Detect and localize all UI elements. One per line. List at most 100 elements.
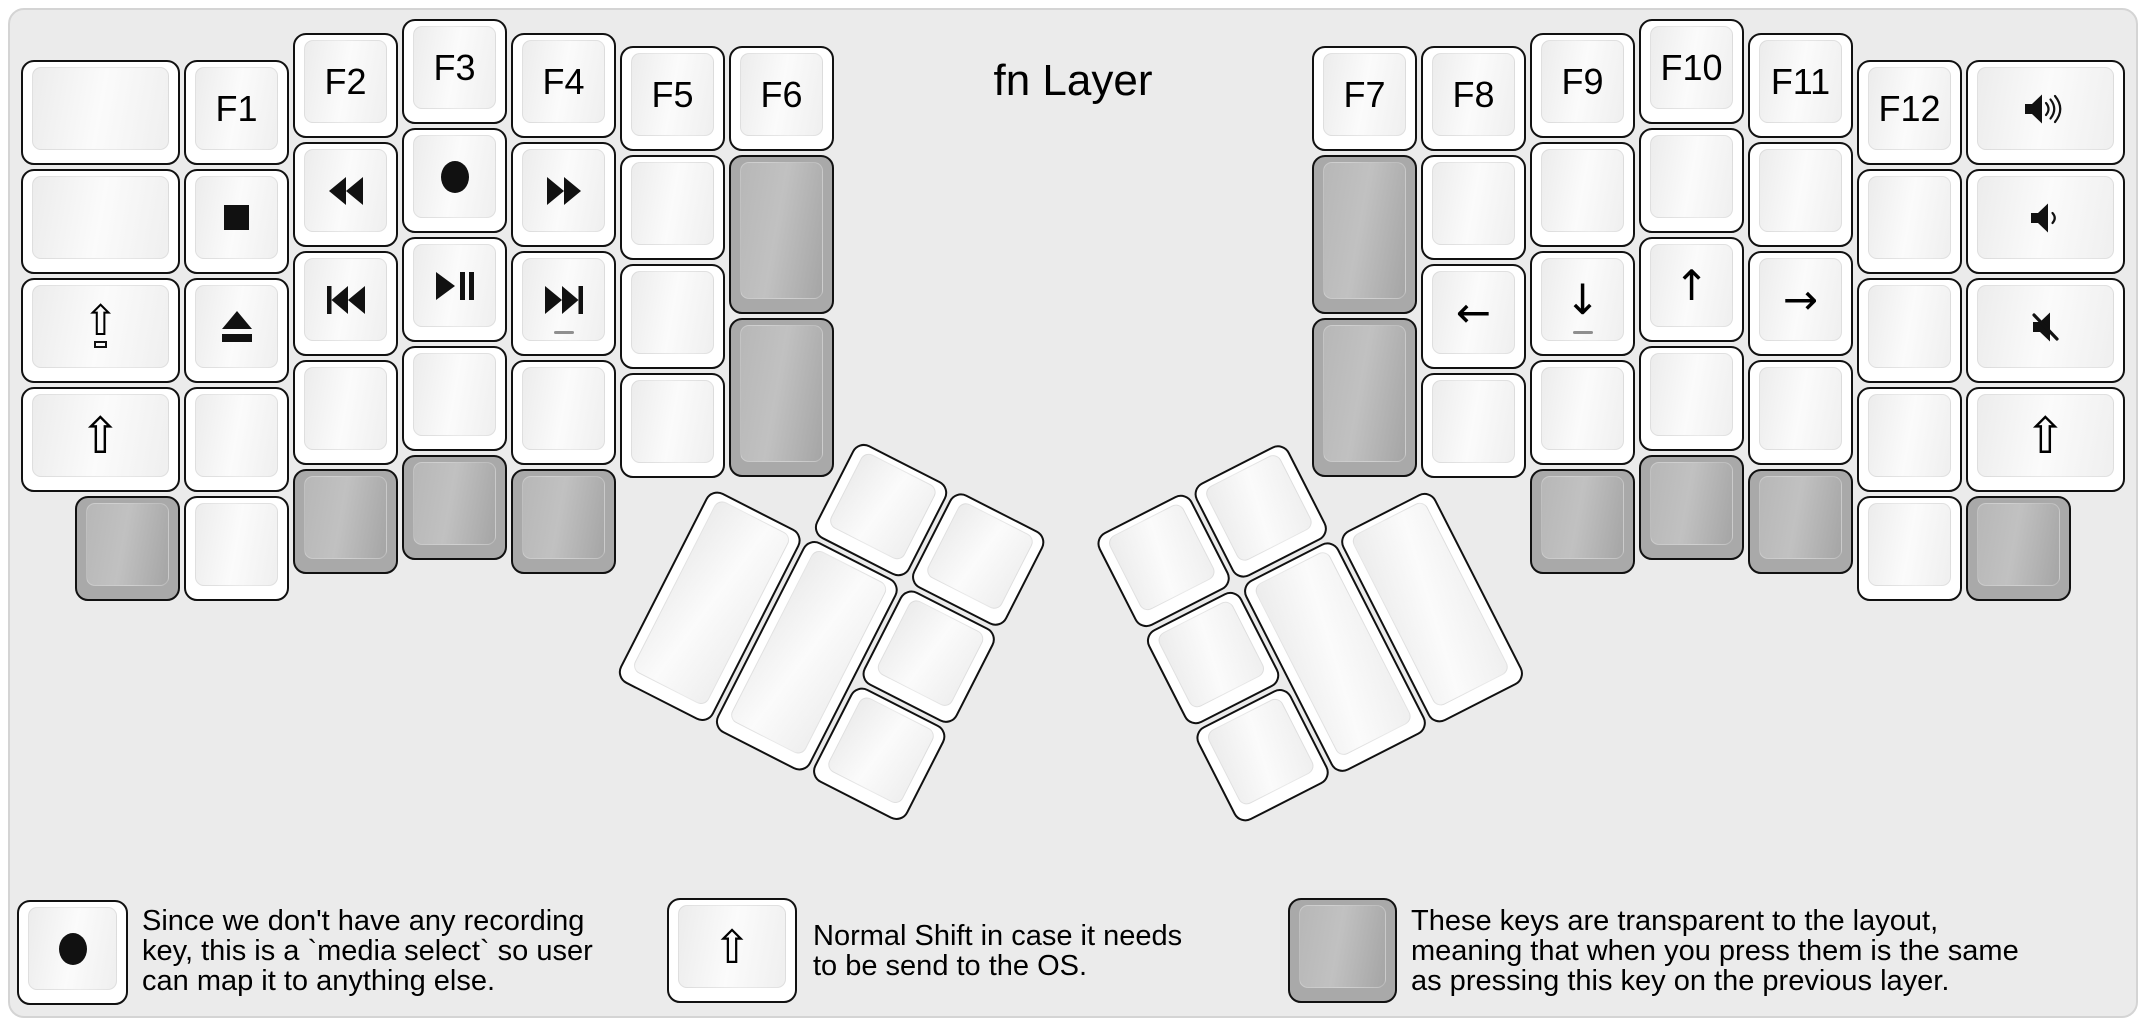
mute-icon: [2026, 310, 2066, 344]
key-fast-forward[interactable]: [511, 142, 616, 247]
key-play-pause[interactable]: [402, 237, 507, 342]
key-blank[interactable]: [620, 155, 725, 260]
key-transparent[interactable]: [1312, 155, 1417, 314]
key-blank[interactable]: [1530, 142, 1635, 247]
keycap-surface: →: [1759, 258, 1842, 341]
key-label: F12: [1878, 87, 1941, 129]
key-transparent[interactable]: [1748, 469, 1853, 574]
key-stop[interactable]: [184, 169, 289, 274]
legend-transparent-key[interactable]: [1288, 898, 1397, 1003]
key-blank[interactable]: [620, 373, 725, 478]
eject-icon: [221, 311, 253, 342]
key-blank[interactable]: [1857, 278, 1962, 383]
keycap-surface: [195, 394, 278, 477]
key-transparent[interactable]: [293, 469, 398, 574]
key-blank[interactable]: [1857, 496, 1962, 601]
key-blank[interactable]: [1421, 373, 1526, 478]
keycap-surface: ↓: [1541, 258, 1624, 341]
key-prev-track[interactable]: [293, 251, 398, 356]
key-mute[interactable]: [1966, 278, 2125, 383]
key-shift-left[interactable]: ⇧: [21, 387, 180, 492]
key-blank[interactable]: [1748, 142, 1853, 247]
keycap-surface: [1323, 162, 1406, 299]
key-transparent[interactable]: [1312, 318, 1417, 477]
key-arrow-up[interactable]: ↑: [1639, 237, 1744, 342]
keycap-surface: F6: [740, 53, 823, 136]
key-arrow-down[interactable]: ↓: [1530, 251, 1635, 356]
key-blank[interactable]: [1421, 155, 1526, 260]
key-f10[interactable]: F10: [1639, 19, 1744, 124]
key-f1[interactable]: F1: [184, 60, 289, 165]
keycap-surface: [413, 244, 496, 327]
key-f8[interactable]: F8: [1421, 46, 1526, 151]
key-blank[interactable]: [21, 60, 180, 165]
next-track-icon: [544, 285, 583, 314]
keycap-surface: [1977, 176, 2114, 259]
key-blank[interactable]: [1857, 387, 1962, 492]
keycap-surface: F9: [1541, 40, 1624, 123]
key-blank[interactable]: [1530, 360, 1635, 465]
key-label: F7: [1343, 73, 1386, 115]
key-transparent[interactable]: [1966, 496, 2071, 601]
key-shift-right[interactable]: ⇧: [1966, 387, 2125, 492]
keycap-surface: ←: [1432, 271, 1515, 354]
key-label: F1: [215, 87, 258, 129]
keycap-surface: F10: [1650, 26, 1733, 109]
key-blank[interactable]: [402, 346, 507, 451]
keycap-surface: [195, 285, 278, 368]
key-blank[interactable]: [1639, 128, 1744, 233]
keycap-surface: [631, 162, 714, 245]
key-f2[interactable]: F2: [293, 33, 398, 138]
key-f6[interactable]: F6: [729, 46, 834, 151]
key-blank[interactable]: [21, 169, 180, 274]
key-transparent[interactable]: [729, 318, 834, 477]
key-next-track[interactable]: [511, 251, 616, 356]
key-blank[interactable]: [1748, 360, 1853, 465]
key-f7[interactable]: F7: [1312, 46, 1417, 151]
legend-record-key[interactable]: [17, 900, 128, 1005]
key-transparent[interactable]: [1530, 469, 1635, 574]
key-f9[interactable]: F9: [1530, 33, 1635, 138]
key-transparent[interactable]: [75, 496, 180, 601]
key-transparent[interactable]: [729, 155, 834, 314]
key-f4[interactable]: F4: [511, 33, 616, 138]
key-f11[interactable]: F11: [1748, 33, 1853, 138]
key-transparent[interactable]: [511, 469, 616, 574]
homing-bar: [1572, 330, 1593, 334]
key-blank[interactable]: [620, 264, 725, 369]
keycap-surface: F5: [631, 53, 714, 136]
keycap-surface: [304, 149, 387, 232]
keycap-surface: [32, 67, 169, 150]
key-volume-down[interactable]: [1966, 169, 2125, 274]
key-blank[interactable]: [511, 360, 616, 465]
keycap-surface: [740, 325, 823, 462]
keycap-surface: [522, 258, 605, 341]
keycap-surface: F3: [413, 26, 496, 109]
key-arrow-left[interactable]: ←: [1421, 264, 1526, 369]
key-arrow-right[interactable]: →: [1748, 251, 1853, 356]
key-blank[interactable]: [1857, 169, 1962, 274]
key-label: ←: [1455, 287, 1492, 337]
keycap-surface: [413, 462, 496, 545]
key-record[interactable]: [402, 128, 507, 233]
key-eject[interactable]: [184, 278, 289, 383]
key-volume-up[interactable]: [1966, 60, 2125, 165]
keycap-surface: F8: [1432, 53, 1515, 136]
legend-shift-key[interactable]: ⇧: [667, 898, 797, 1003]
key-f5[interactable]: F5: [620, 46, 725, 151]
key-blank[interactable]: [1639, 346, 1744, 451]
key-rewind[interactable]: [293, 142, 398, 247]
keycap-surface: F4: [522, 40, 605, 123]
key-blank[interactable]: [184, 387, 289, 492]
key-f12[interactable]: F12: [1857, 60, 1962, 165]
key-blank[interactable]: [293, 360, 398, 465]
keycap-surface: [1541, 367, 1624, 450]
key-transparent[interactable]: [1639, 455, 1744, 560]
keycap-surface: [1432, 162, 1515, 245]
key-caps-lock[interactable]: ⇧: [21, 278, 180, 383]
key-label: F3: [433, 46, 476, 88]
key-transparent[interactable]: [402, 455, 507, 560]
keycap-surface: [32, 176, 169, 259]
key-blank[interactable]: [184, 496, 289, 601]
key-f3[interactable]: F3: [402, 19, 507, 124]
